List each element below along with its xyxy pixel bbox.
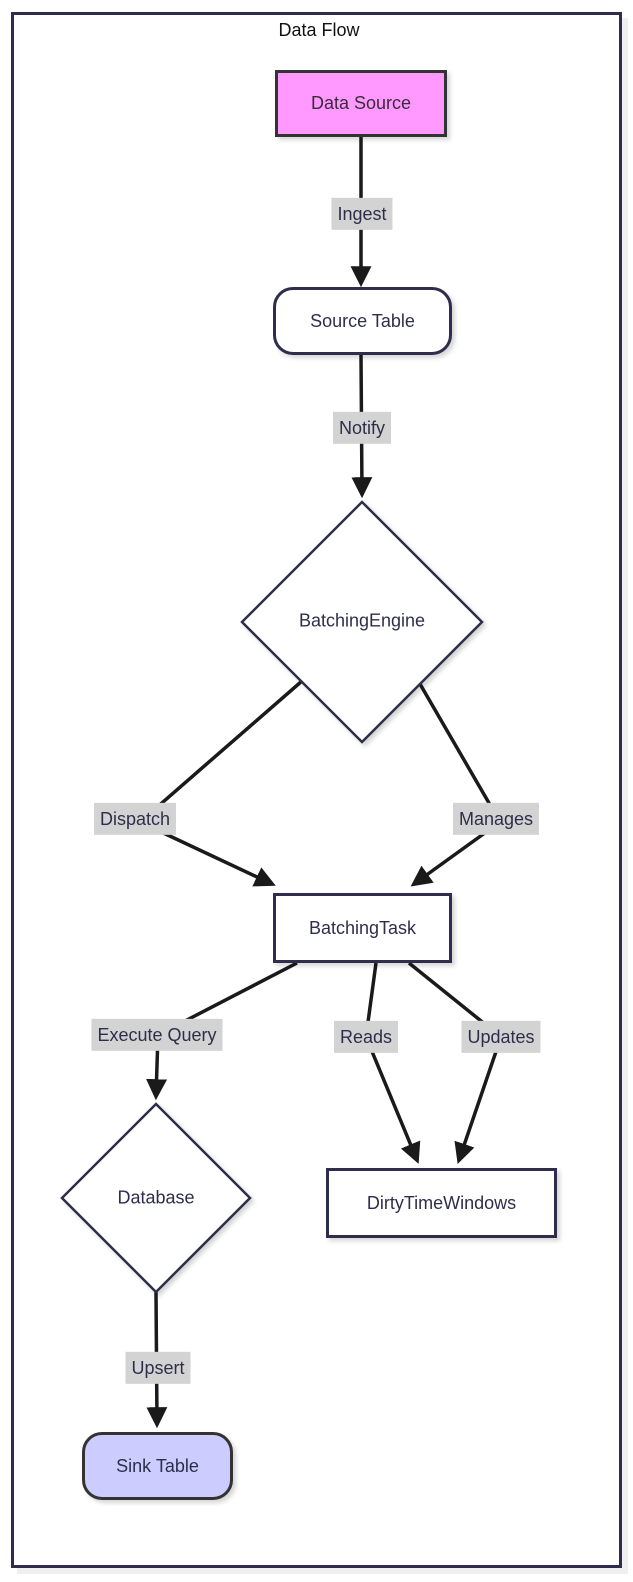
- edge-updates: [407, 961, 504, 1164]
- edge-label-manages: Manages: [452, 802, 540, 836]
- edge-label-ingest: Ingest: [331, 197, 393, 231]
- edge-label-reads: Reads: [333, 1020, 399, 1054]
- diagram-frame: [11, 12, 622, 1568]
- node-source-table-label: Source Table: [310, 310, 415, 331]
- diagram-title: Data Flow: [278, 20, 360, 40]
- node-dirty-time-windows-label: DirtyTimeWindows: [366, 1192, 517, 1213]
- edge-label-upsert: Upsert: [125, 1351, 191, 1385]
- node-database-label: Database: [117, 1187, 195, 1208]
- node-data-source: Data Source: [275, 70, 447, 137]
- edge-dispatch: [136, 679, 304, 887]
- edge-label-dispatch: Dispatch: [93, 802, 177, 836]
- node-sink-table: Sink Table: [82, 1432, 233, 1500]
- edge-reads: [364, 962, 421, 1164]
- node-batching-engine: [240, 500, 484, 744]
- node-batching-task: BatchingTask: [273, 893, 452, 963]
- edge-label-notify: Notify: [332, 411, 392, 445]
- node-batching-engine-label: BatchingEngine: [298, 610, 426, 631]
- node-database: [60, 1102, 252, 1294]
- node-source-table: Source Table: [273, 287, 452, 355]
- edge-manages: [410, 683, 503, 887]
- node-batching-task-label: BatchingTask: [308, 917, 417, 938]
- node-data-source-label: Data Source: [310, 93, 412, 113]
- edge-label-execute-query: Execute Query: [91, 1018, 223, 1052]
- edge-label-updates: Updates: [461, 1020, 541, 1054]
- node-dirty-time-windows: DirtyTimeWindows: [326, 1168, 557, 1238]
- node-sink-table-label: Sink Table: [116, 1455, 199, 1476]
